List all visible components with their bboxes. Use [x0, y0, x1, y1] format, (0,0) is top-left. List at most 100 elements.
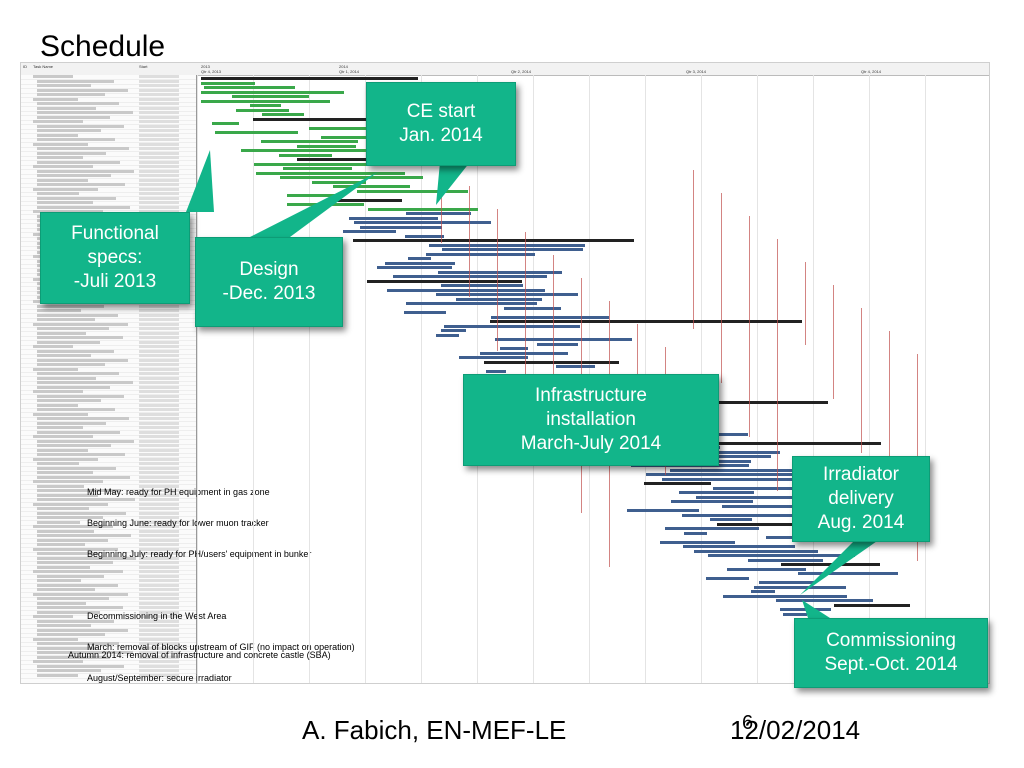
- gantt-table-row: [21, 399, 196, 404]
- gantt-task-date-placeholder: [139, 165, 179, 168]
- gantt-task-date-placeholder: [139, 588, 179, 591]
- gantt-task-date-placeholder: [139, 664, 179, 668]
- gantt-dependency-link: [441, 163, 442, 243]
- gantt-table-row: [21, 160, 196, 166]
- gantt-task-name-placeholder: [37, 106, 96, 110]
- gantt-task-bar: [320, 135, 368, 139]
- gantt-task-date-placeholder: [139, 313, 179, 317]
- gantt-task-bar: [696, 495, 826, 499]
- gantt-task-bar: [366, 279, 522, 283]
- gantt-task-date-placeholder: [139, 529, 179, 533]
- gantt-task-name-placeholder: [37, 363, 105, 366]
- gantt-task-name-placeholder: [37, 147, 129, 150]
- gantt-task-date-placeholder: [139, 399, 179, 402]
- gantt-task-bar: [660, 540, 735, 544]
- gantt-task-date-placeholder: [139, 381, 179, 384]
- gantt-task-name-placeholder: [37, 129, 101, 132]
- gantt-table-row: [21, 327, 196, 332]
- gantt-task-date-placeholder: [139, 462, 179, 465]
- gantt-task-name-placeholder: [37, 439, 134, 443]
- gantt-task-name-placeholder: [37, 556, 136, 560]
- gantt-table-row: [21, 498, 196, 503]
- gantt-task-name-placeholder: [37, 475, 130, 479]
- gantt-task-date-placeholder: [139, 322, 179, 326]
- gantt-table-row: [21, 358, 196, 364]
- gantt-task-name-placeholder: [37, 619, 114, 623]
- gantt-task-bar: [671, 500, 754, 503]
- gantt-task-name-placeholder: [37, 115, 110, 119]
- gantt-task-date-placeholder: [139, 156, 179, 159]
- gantt-task-date-placeholder: [139, 480, 179, 483]
- gantt-task-bar: [747, 558, 824, 562]
- gantt-task-name-placeholder: [37, 304, 104, 308]
- gantt-task-date-placeholder: [139, 102, 179, 105]
- gantt-task-name-placeholder: [37, 597, 109, 600]
- gantt-task-name-placeholder: [33, 660, 83, 663]
- gantt-task-bar: [479, 351, 568, 355]
- gantt-task-name-placeholder: [37, 336, 123, 339]
- gantt-task-date-placeholder: [139, 453, 179, 456]
- gantt-task-name-placeholder: [37, 583, 118, 587]
- gantt-task-name-placeholder: [37, 327, 109, 330]
- gantt-task-name-placeholder: [37, 93, 105, 96]
- gantt-task-bar: [717, 522, 814, 526]
- milestone-note: Beginning June: ready for lower muon tra…: [87, 518, 269, 528]
- gantt-table-row: [21, 129, 196, 134]
- gantt-task-date-placeholder: [139, 426, 179, 429]
- gantt-task-name-placeholder: [37, 565, 90, 569]
- gantt-task-name-placeholder: [37, 529, 94, 533]
- gantt-task-name-placeholder: [33, 592, 128, 596]
- gantt-task-bar: [683, 545, 796, 548]
- gantt-month-gridline: [757, 75, 758, 683]
- gantt-task-name-placeholder: [37, 358, 128, 362]
- gantt-task-name-placeholder: [37, 385, 110, 389]
- gantt-table-row: [21, 502, 196, 508]
- gantt-task-name-placeholder: [37, 601, 86, 605]
- gantt-task-date-placeholder: [139, 660, 179, 663]
- gantt-task-date-placeholder: [139, 615, 179, 618]
- gantt-task-date-placeholder: [139, 552, 179, 555]
- gantt-task-date-placeholder: [139, 187, 179, 191]
- gantt-task-name-placeholder: [37, 133, 78, 137]
- gantt-task-date-placeholder: [139, 75, 179, 78]
- gantt-table-row: [21, 349, 196, 355]
- gantt-task-bar: [643, 482, 712, 485]
- gantt-task-name-placeholder: [33, 210, 103, 213]
- gantt-task-name-placeholder: [37, 453, 125, 456]
- gantt-table-row: [21, 340, 196, 346]
- gantt-task-bar: [212, 122, 240, 125]
- gantt-task-bar: [376, 266, 452, 269]
- gantt-task-bar: [241, 149, 400, 152]
- gantt-task-name-placeholder: [37, 399, 101, 402]
- gantt-table-row: [21, 430, 196, 436]
- gantt-task-bar: [235, 108, 289, 112]
- gantt-task-date-placeholder: [139, 565, 179, 569]
- gantt-task-name-placeholder: [37, 651, 133, 654]
- gantt-task-bar: [706, 576, 750, 580]
- gantt-task-date-placeholder: [139, 619, 179, 623]
- gantt-task-name-placeholder: [37, 151, 106, 155]
- gantt-task-name-placeholder: [37, 196, 116, 200]
- gantt-task-date-placeholder: [139, 336, 179, 339]
- gantt-task-bar: [360, 225, 442, 229]
- callout-line: Commissioning: [826, 630, 956, 651]
- gantt-task-date-placeholder: [139, 574, 179, 578]
- gantt-task-bar: [483, 360, 619, 364]
- gantt-task-date-placeholder: [139, 363, 179, 366]
- gantt-task-name-placeholder: [37, 471, 93, 474]
- gantt-table-row: [21, 385, 196, 391]
- gantt-dependency-link: [833, 285, 834, 399]
- gantt-task-bar: [537, 342, 578, 346]
- gantt-task-date-placeholder: [139, 196, 179, 200]
- gantt-task-name-placeholder: [37, 628, 128, 632]
- gantt-task-name-placeholder: [37, 610, 100, 614]
- gantt-task-bar: [312, 180, 366, 184]
- gantt-task-name-placeholder: [37, 111, 133, 114]
- gantt-task-date-placeholder: [139, 345, 179, 348]
- gantt-task-name-placeholder: [37, 192, 79, 195]
- gantt-task-bar: [254, 162, 383, 166]
- gantt-task-name-placeholder: [37, 178, 88, 182]
- gantt-task-name-placeholder: [37, 309, 81, 312]
- gantt-task-date-placeholder: [139, 376, 179, 380]
- gantt-task-date-placeholder: [139, 115, 179, 119]
